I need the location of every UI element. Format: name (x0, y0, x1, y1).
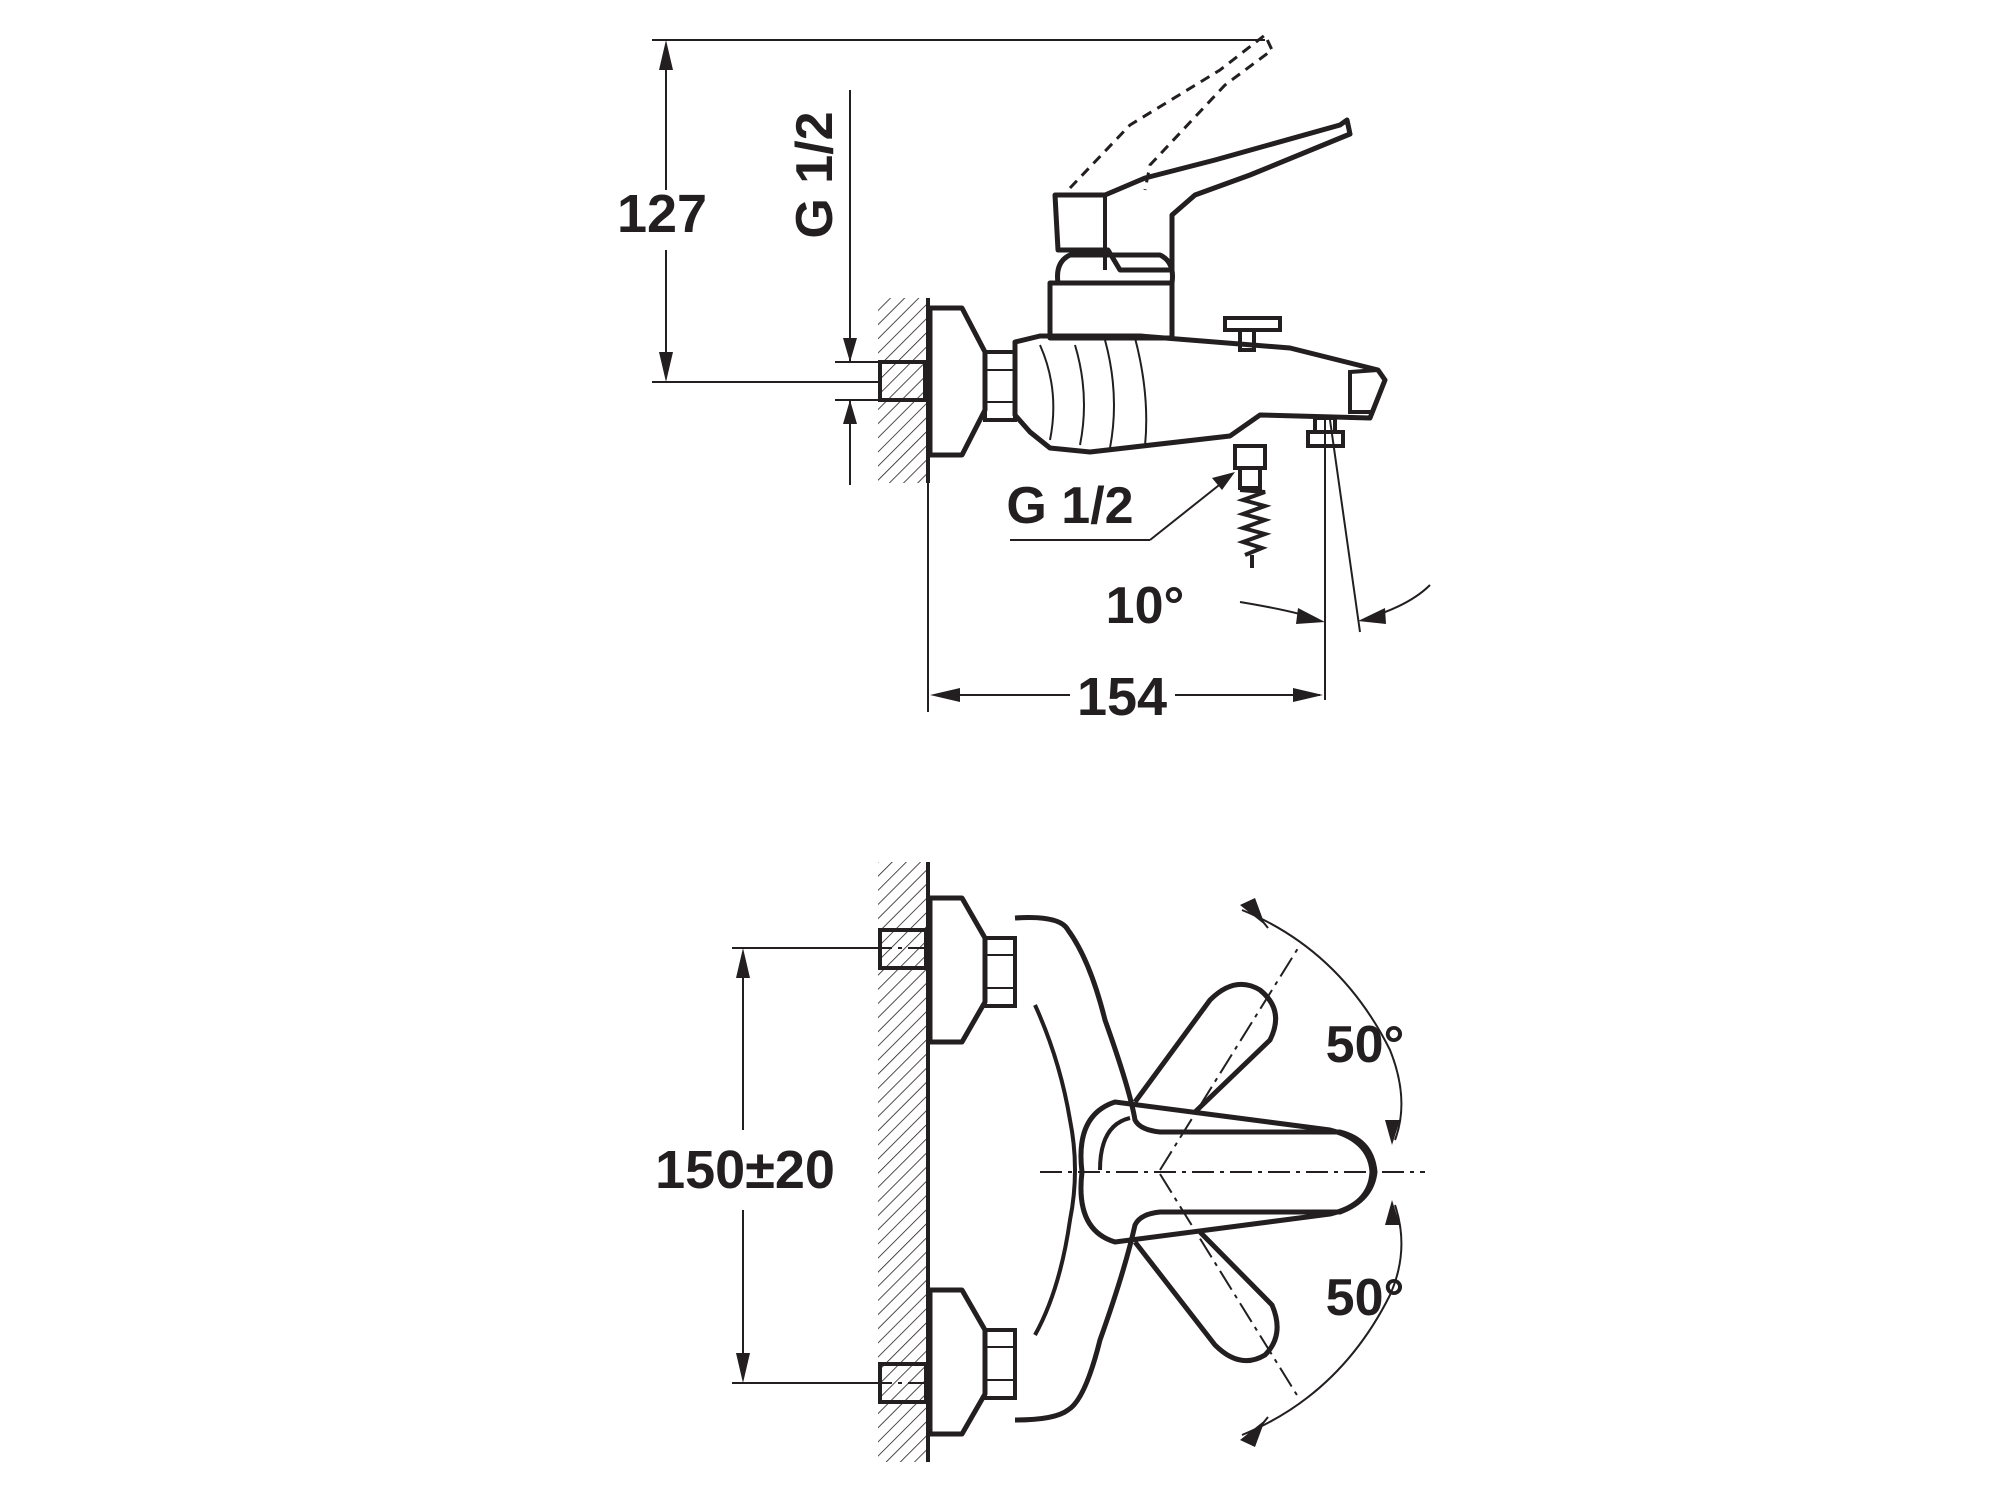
depth-dim-label: 154 (1077, 667, 1167, 727)
spout-angle-dimension: 10° (1106, 419, 1431, 700)
spout-angle-label: 10° (1106, 577, 1185, 635)
height-dimension: 127 (617, 39, 1265, 383)
center-distance-dimension: 150±20 (655, 947, 885, 1384)
top-view: 150±20 (655, 862, 1425, 1462)
depth-dimension: 154 (927, 483, 1323, 727)
upper-inlet (870, 895, 1017, 1045)
center-distance-label: 150±20 (655, 1140, 835, 1200)
inlet-thread-dimension: G 1/2 (786, 90, 878, 485)
inlet-nipple (878, 360, 927, 402)
mixer-body (1012, 333, 1388, 455)
cartridge-housing (1047, 280, 1175, 341)
height-dim-label: 127 (617, 184, 707, 244)
lever-angle-dimension: 50° 50° (1240, 898, 1404, 1447)
lever-raised-outline (1068, 32, 1274, 191)
lower-inlet (870, 1287, 1017, 1437)
diverter-knob (1223, 316, 1282, 352)
lever-handle (1052, 117, 1353, 273)
side-hex-nut (983, 350, 1017, 422)
hose-outlet (1233, 444, 1272, 568)
lever-upper-position (1132, 981, 1279, 1114)
lever-lower-position (1133, 1230, 1280, 1364)
top-wall-hatch (878, 862, 928, 1462)
lever-angle-upper-label: 50° (1326, 1016, 1405, 1074)
lever-angle-lower-label: 50° (1326, 1269, 1405, 1327)
outlet-thread-dimension: G 1/2 (1006, 472, 1235, 541)
side-escutcheon (927, 305, 988, 458)
side-wall-hatch (878, 298, 928, 483)
inlet-thread-label: G 1/2 (786, 111, 844, 238)
outlet-thread-label: G 1/2 (1006, 477, 1133, 535)
top-body (1014, 915, 1378, 1423)
side-view: 127 G 1/2 (617, 32, 1431, 727)
